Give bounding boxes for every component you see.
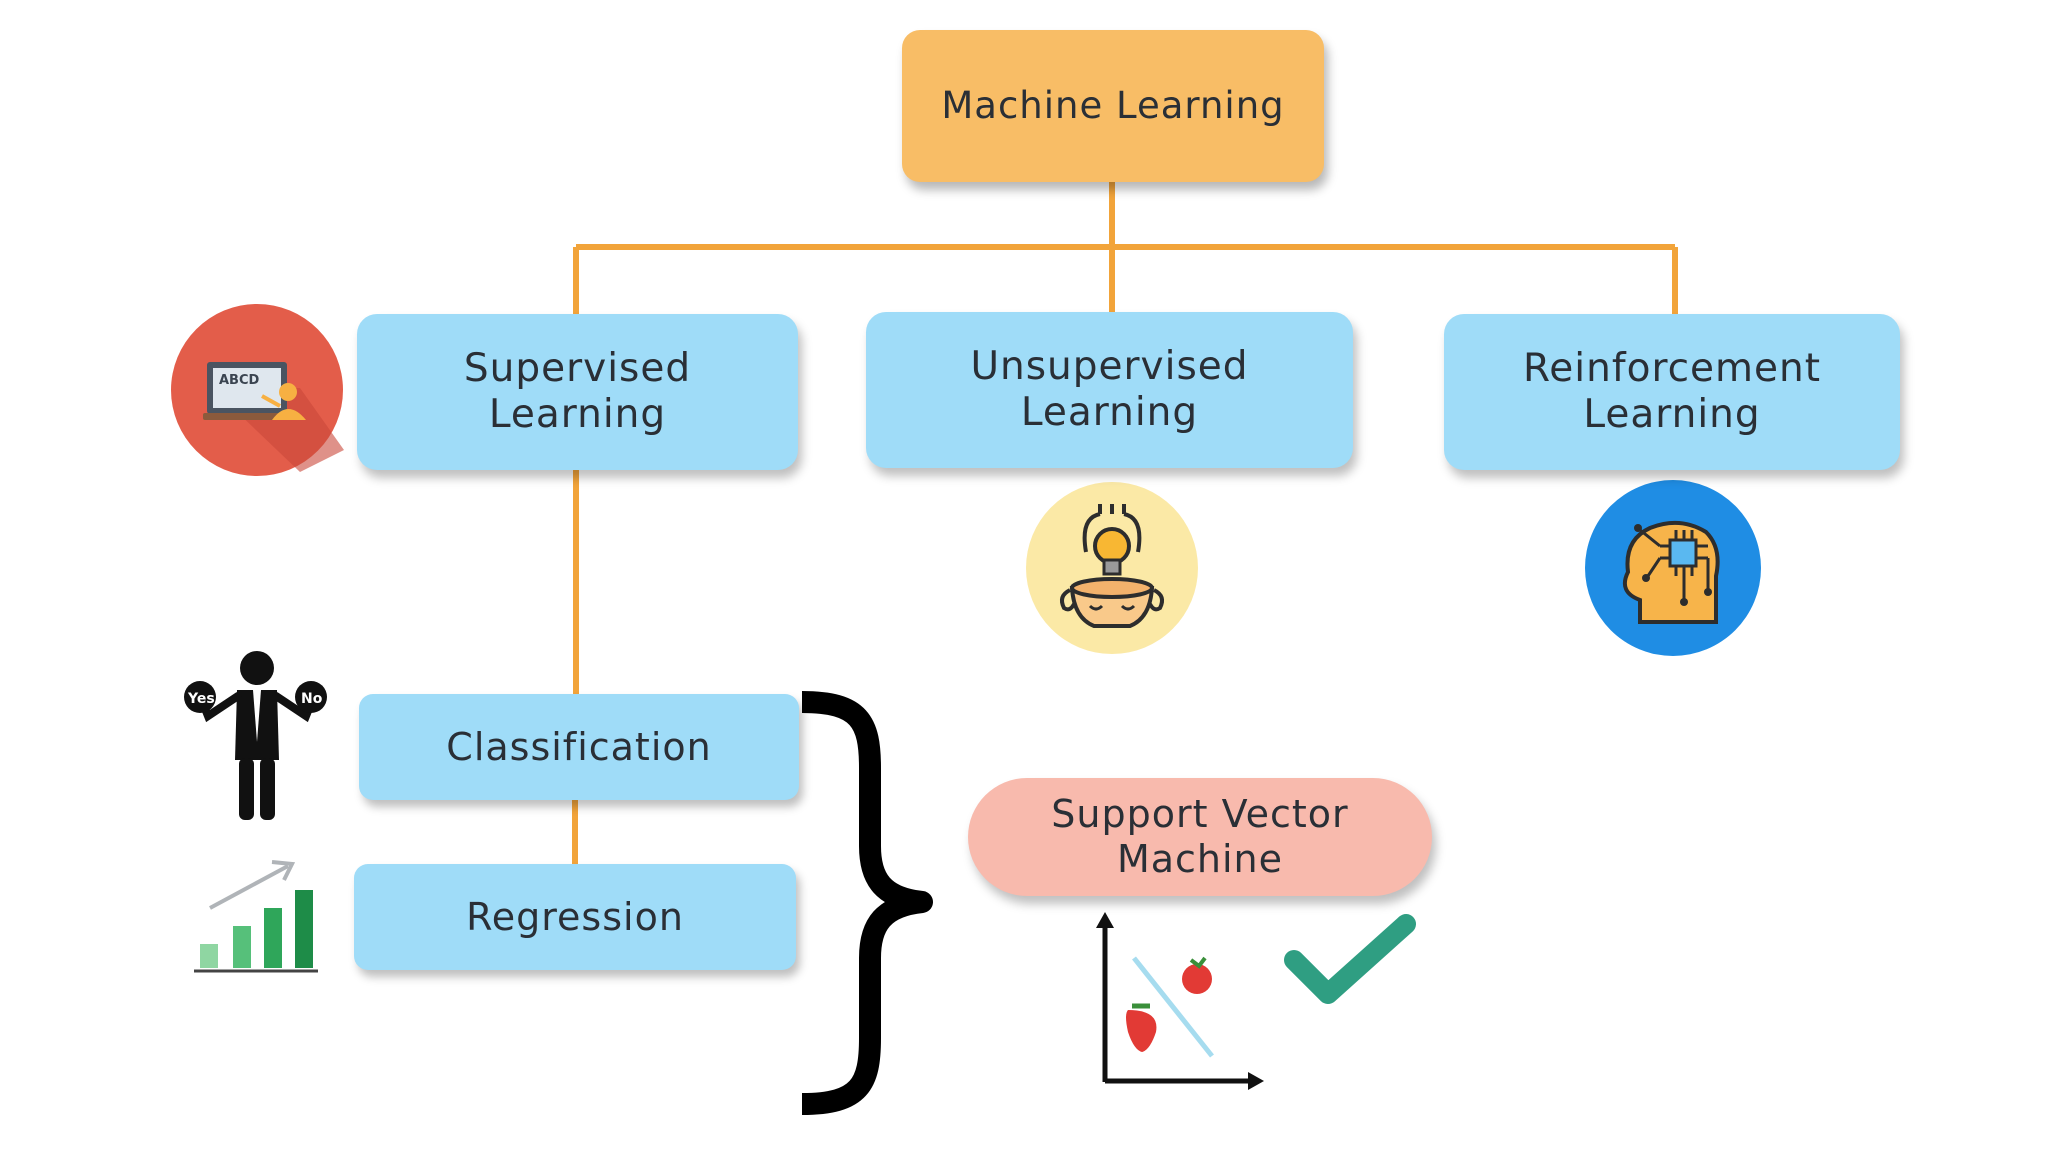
check-mark-icon [1284,914,1416,1004]
head-circuit-icon [1585,480,1761,656]
teacher-board-icon: ABCD [171,304,344,476]
curly-brace [801,691,933,1115]
regression-node: Regression [354,864,796,970]
unsupervised-learning-node: Unsupervised Learning [866,312,1353,468]
board-text: ABCD [219,373,260,388]
machine-learning-node: Machine Learning [902,30,1324,182]
svm-scatter-plot-icon [1096,912,1264,1090]
classification-node: Classification [359,694,799,800]
no-label: No [301,691,323,707]
support-vector-machine-node: Support Vector Machine [968,778,1432,896]
yes-label: Yes [187,691,215,707]
connector-lines [572,182,1678,864]
reinforcement-learning-node: Reinforcement Learning [1444,314,1900,470]
head-lightbulb-icon [1026,482,1198,654]
supervised-learning-node: Supervised Learning [357,314,798,470]
bar-chart-growth-icon [194,860,318,973]
yes-no-person-icon: Yes No [184,651,327,820]
